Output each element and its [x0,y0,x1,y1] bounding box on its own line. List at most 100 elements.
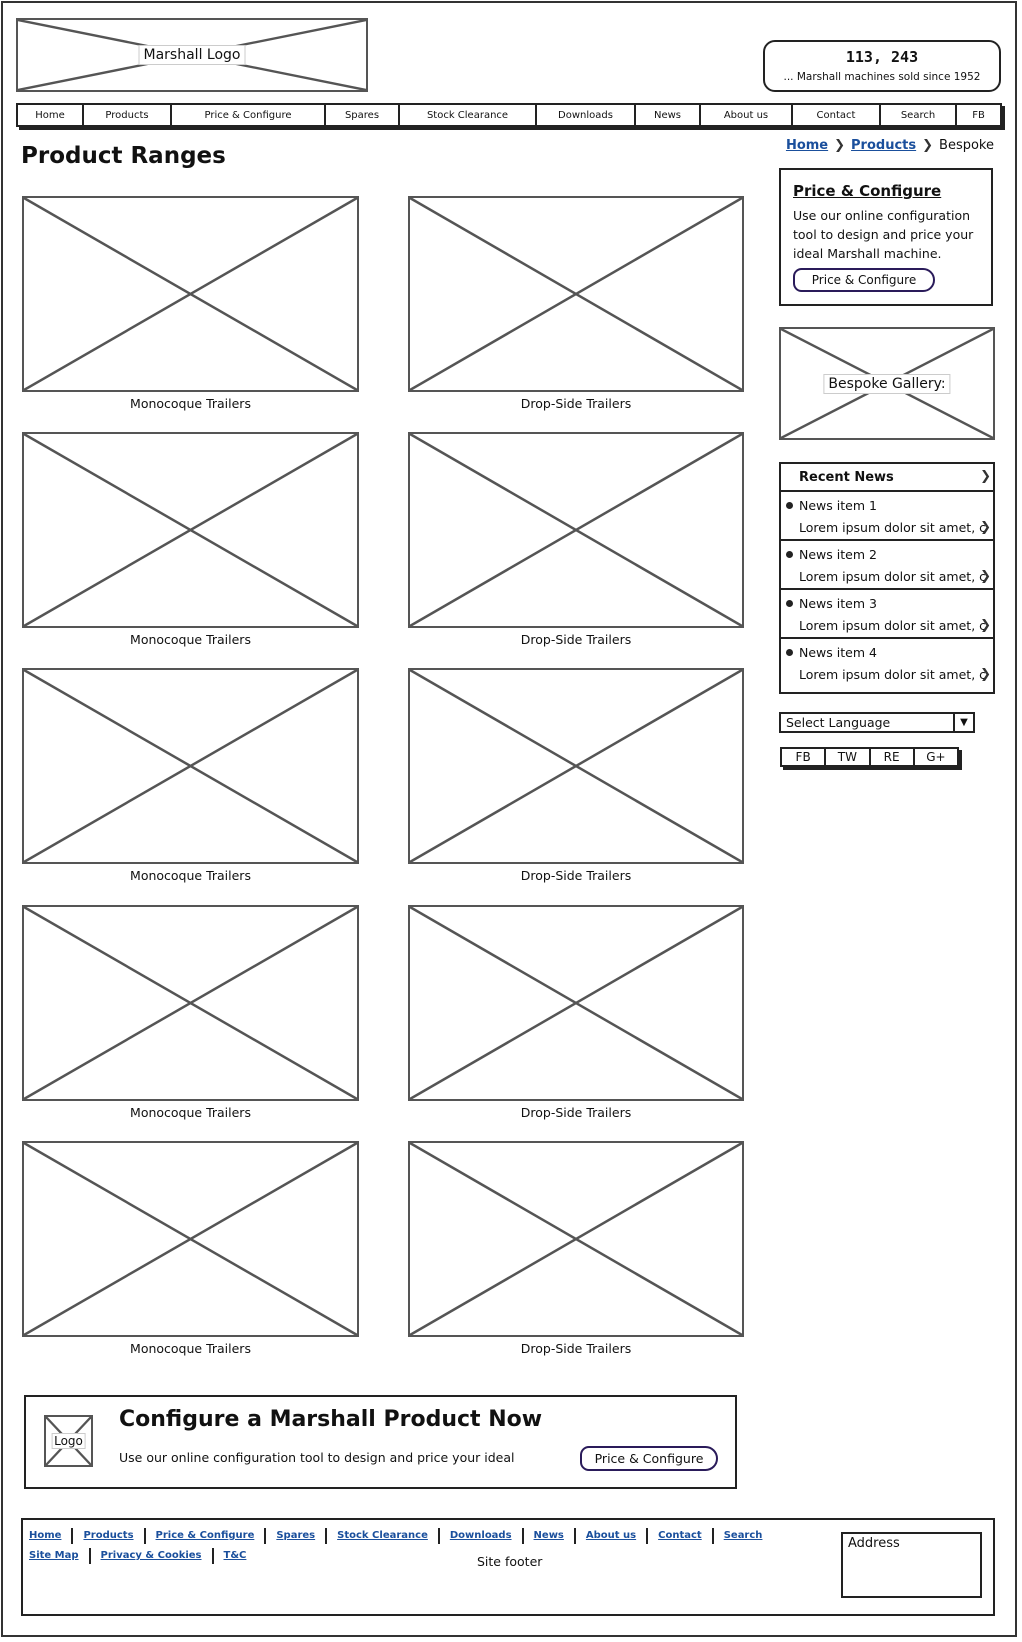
bullet-icon [786,600,793,607]
product-caption[interactable]: Drop-Side Trailers [520,396,632,411]
breadcrumb: Home ❯ Products ❯ Bespoke [786,138,994,153]
site-footer: Home Products Price & Configure Spares S… [21,1518,995,1616]
news-item[interactable]: News item 1 Lorem ipsum dolor sit amet, … [781,492,993,541]
cta-title: Configure a Marshall Product Now [119,1407,543,1432]
product-image-placeholder[interactable] [408,668,744,864]
news-item-body: Lorem ipsum dolor sit amet, c [799,618,985,633]
footer-link-search[interactable]: Search [723,1530,763,1541]
nav-price-configure[interactable]: Price & Configure [172,105,326,125]
machines-sold-counter: 113, 243 ... Marshall machines sold sinc… [763,40,1001,92]
nav-stock-clearance[interactable]: Stock Clearance [400,105,537,125]
price-configure-text: Use our online configuration tool to des… [793,208,974,261]
recent-news-header[interactable]: Recent News ❯ [781,464,993,492]
footer-link-privacy-cookies[interactable]: Privacy & Cookies [91,1548,214,1564]
price-configure-title[interactable]: Price & Configure [793,182,942,200]
news-item[interactable]: News item 2 Lorem ipsum dolor sit amet, … [781,541,993,590]
chevron-right-icon: ❯ [980,618,991,633]
bullet-icon [786,649,793,656]
address-label: Address [848,1536,900,1551]
configure-cta-banner: Logo Configure a Marshall Product Now Us… [24,1395,737,1489]
social-tw-button[interactable]: TW [826,749,871,765]
nav-about-us[interactable]: About us [701,105,793,125]
cta-text: Use our online configuration tool to des… [119,1450,515,1465]
footer-link-contact[interactable]: Contact [648,1528,714,1544]
price-configure-box: Price & Configure Use our online configu… [779,168,993,306]
news-item-body: Lorem ipsum dolor sit amet, c [799,667,985,682]
product-caption[interactable]: Monocoque Trailers [130,868,251,883]
nav-search[interactable]: Search [881,105,957,125]
footer-link-about-us[interactable]: About us [576,1528,649,1544]
product-caption[interactable]: Monocoque Trailers [130,1341,251,1356]
product-image-placeholder[interactable] [22,432,359,628]
product-caption[interactable]: Drop-Side Trailers [520,868,632,883]
news-item-title: News item 3 [799,596,877,611]
product-image-placeholder[interactable] [22,1141,359,1337]
product-caption[interactable]: Monocoque Trailers [130,396,251,411]
footer-link-spares[interactable]: Spares [266,1528,328,1544]
dropdown-arrow-icon[interactable]: ▼ [953,714,973,731]
product-caption[interactable]: Drop-Side Trailers [520,632,632,647]
address-box: Address [841,1532,982,1598]
social-fb-button[interactable]: FB [782,749,827,765]
footer-link-tc[interactable]: T&C [223,1550,247,1561]
nav-contact[interactable]: Contact [793,105,881,125]
news-item-title: News item 1 [799,498,877,513]
product-image-placeholder[interactable] [408,905,744,1101]
social-re-button[interactable]: RE [871,749,915,765]
product-image-placeholder[interactable] [22,668,359,864]
footer-links-secondary: Site Map Privacy & Cookies T&C [29,1548,256,1564]
product-caption[interactable]: Drop-Side Trailers [520,1341,632,1356]
nav-spares[interactable]: Spares [326,105,400,125]
page-title: Product Ranges [21,143,226,169]
recent-news-heading: Recent News [799,469,894,485]
news-item-body: Lorem ipsum dolor sit amet, c [799,520,985,535]
cta-price-configure-button[interactable]: Price & Configure [580,1446,718,1471]
product-image-placeholder[interactable] [408,432,744,628]
nav-downloads[interactable]: Downloads [537,105,636,125]
footer-link-site-map[interactable]: Site Map [29,1548,91,1564]
nav-fb[interactable]: FB [972,109,985,121]
bullet-icon [786,551,793,558]
breadcrumb-products[interactable]: Products [851,138,917,153]
social-links: FB TW RE G+ [780,747,959,767]
bespoke-gallery[interactable]: Bespoke Gallery: [779,327,995,440]
breadcrumb-home[interactable]: Home [785,138,829,153]
cta-logo: Logo [44,1415,93,1467]
footer-link-stock-clearance[interactable]: Stock Clearance [327,1528,440,1544]
price-configure-button[interactable]: Price & Configure [793,268,935,292]
product-image-placeholder[interactable] [22,905,359,1101]
news-item-title: News item 4 [799,645,877,660]
product-image-placeholder[interactable] [408,1141,744,1337]
counter-value: 113, 243 [845,48,919,66]
recent-news-list: Recent News ❯ News item 1 Lorem ipsum do… [779,462,995,694]
footer-link-products[interactable]: Products [73,1528,146,1544]
chevron-right-icon: ❯ [834,138,846,153]
product-image-placeholder[interactable] [408,196,744,392]
nav-home[interactable]: Home [18,105,84,125]
product-caption[interactable]: Monocoque Trailers [130,632,251,647]
product-caption[interactable]: Monocoque Trailers [130,1105,251,1120]
language-select[interactable]: Select Language ▼ [779,712,975,733]
main-nav: Home Products Price & Configure Spares S… [16,103,1002,127]
news-item-body: Lorem ipsum dolor sit amet, c [799,569,985,584]
nav-news[interactable]: News [636,105,701,125]
footer-link-news[interactable]: News [524,1528,576,1544]
social-gplus-button[interactable]: G+ [926,750,946,764]
marshall-logo[interactable]: Marshall Logo [16,18,368,92]
footer-link-home[interactable]: Home [29,1528,74,1544]
cta-logo-label: Logo [51,1433,86,1449]
chevron-right-icon: ❯ [922,138,934,153]
news-item-title: News item 2 [799,547,877,562]
product-caption[interactable]: Drop-Side Trailers [520,1105,632,1120]
product-image-placeholder[interactable] [22,196,359,392]
nav-products[interactable]: Products [84,105,172,125]
counter-caption: ... Marshall machines sold since 1952 [783,71,981,83]
chevron-right-icon: ❯ [980,667,991,682]
chevron-right-icon: ❯ [980,469,991,484]
footer-link-price-configure[interactable]: Price & Configure [146,1528,267,1544]
footer-link-downloads[interactable]: Downloads [440,1528,524,1544]
bespoke-gallery-label: Bespoke Gallery: [823,373,951,394]
news-item[interactable]: News item 3 Lorem ipsum dolor sit amet, … [781,590,993,639]
news-item[interactable]: News item 4 Lorem ipsum dolor sit amet, … [781,639,993,688]
